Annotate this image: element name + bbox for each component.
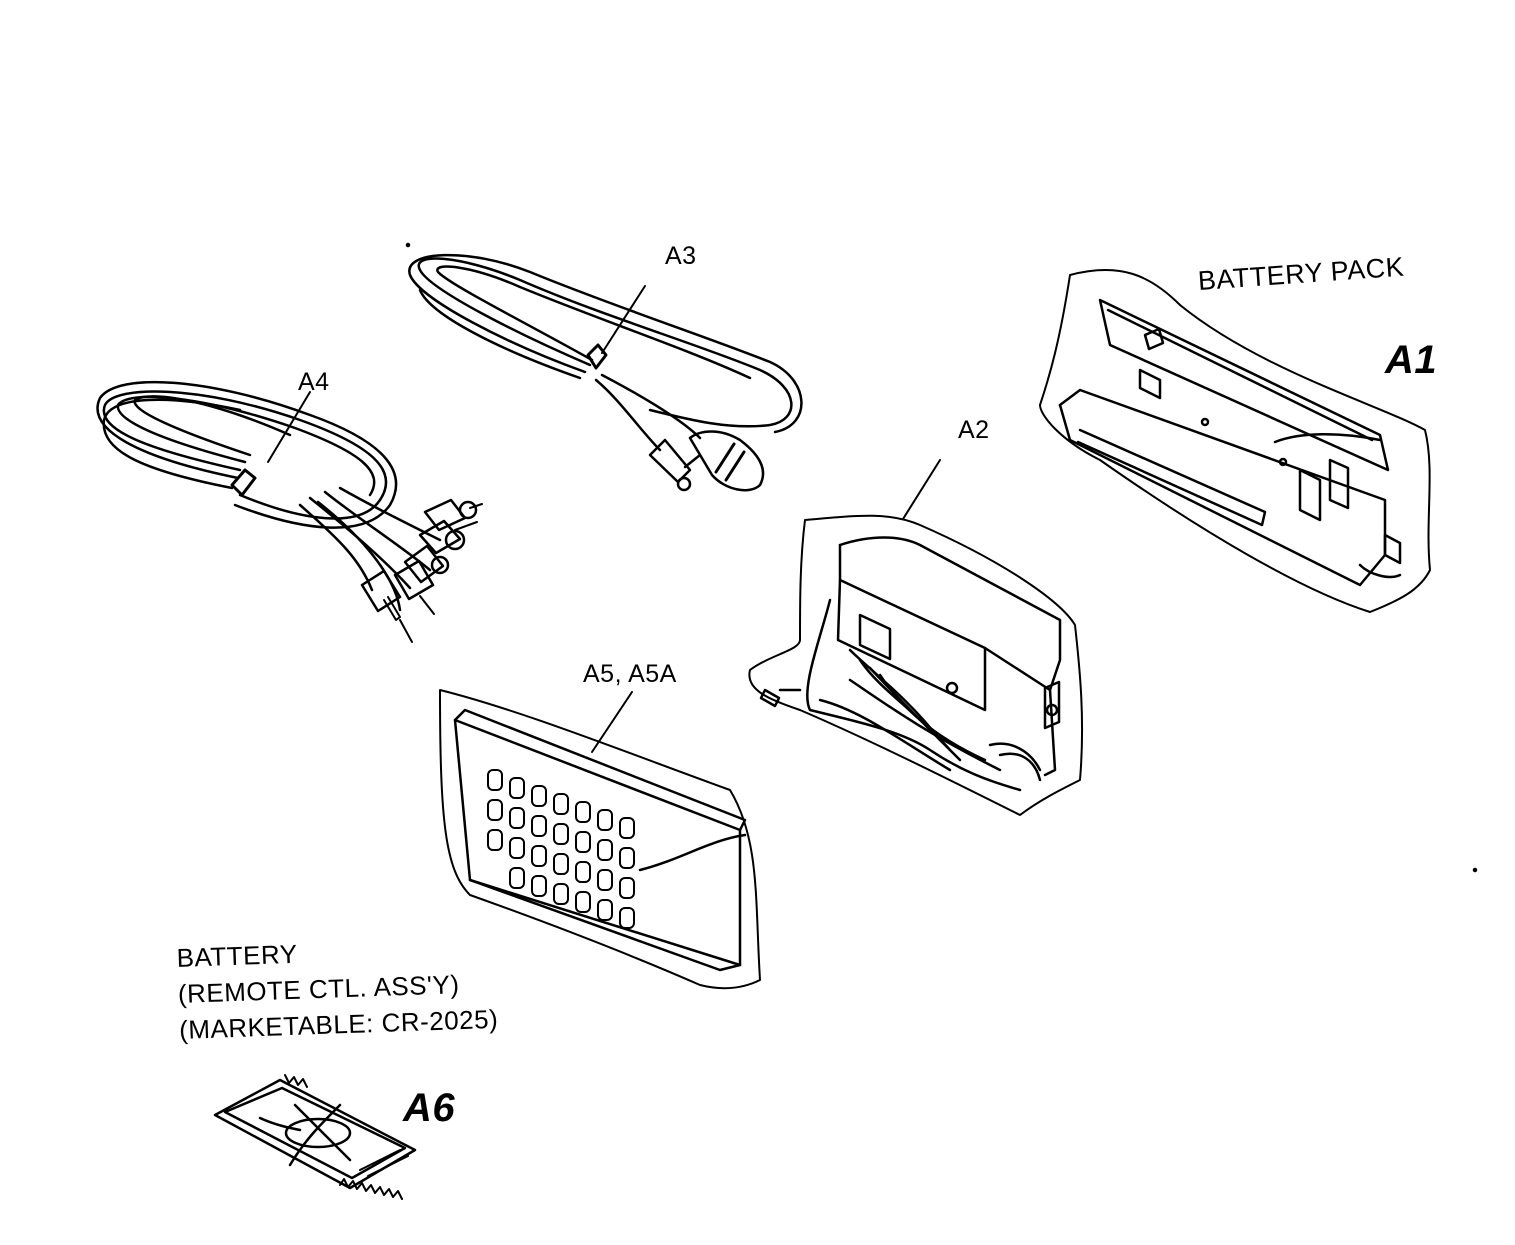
a4-leader: [267, 391, 311, 463]
battery-packet-icon: [213, 1074, 417, 1200]
label-a4: A4: [298, 368, 330, 396]
label-a1: A1: [1385, 338, 1438, 382]
label-a6: A6: [403, 1086, 456, 1130]
ac-adapter-icon: [748, 514, 1084, 816]
label-a3: A3: [665, 242, 697, 270]
label-a2: A2: [958, 416, 990, 444]
caption-battery: BATTERY (REMOTE CTL. ASS'Y) (MARKETABLE:…: [176, 929, 499, 1048]
remote-control-icon: [439, 689, 761, 990]
battery-pack-icon: [1039, 268, 1431, 613]
label-a5: A5, A5A: [583, 660, 677, 688]
a2-leader: [902, 459, 941, 520]
speck: [405, 242, 411, 248]
power-cord-icon: [408, 253, 803, 492]
speck: [1472, 867, 1478, 873]
a3-leader: [601, 285, 646, 354]
a5-leader: [591, 691, 633, 753]
av-cable-icon: [96, 380, 483, 643]
